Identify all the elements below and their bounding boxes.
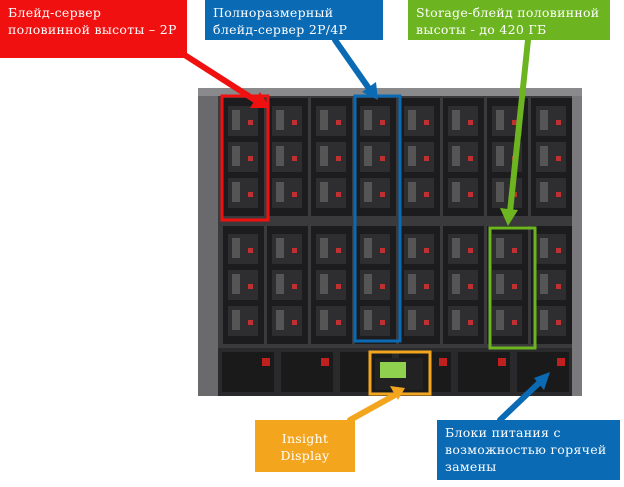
callout-storage-blade: Storage-блейд половинной высоты - до 420… [408, 0, 610, 40]
storage-highlight [488, 226, 537, 350]
callout-full-height-blade: Полноразмерный блейд-сервер 2P/4P [205, 0, 383, 40]
callout-power-supplies: Блоки питания с возможностью горячей зам… [437, 420, 620, 480]
insight-display [375, 358, 423, 390]
power-supply-row [218, 348, 572, 396]
callout-half-height-blade: Блейд-сервер половинной высоты – 2P [0, 0, 187, 58]
callout-arrows [177, 37, 550, 423]
callout-insight-display: Insight Display [255, 420, 355, 472]
